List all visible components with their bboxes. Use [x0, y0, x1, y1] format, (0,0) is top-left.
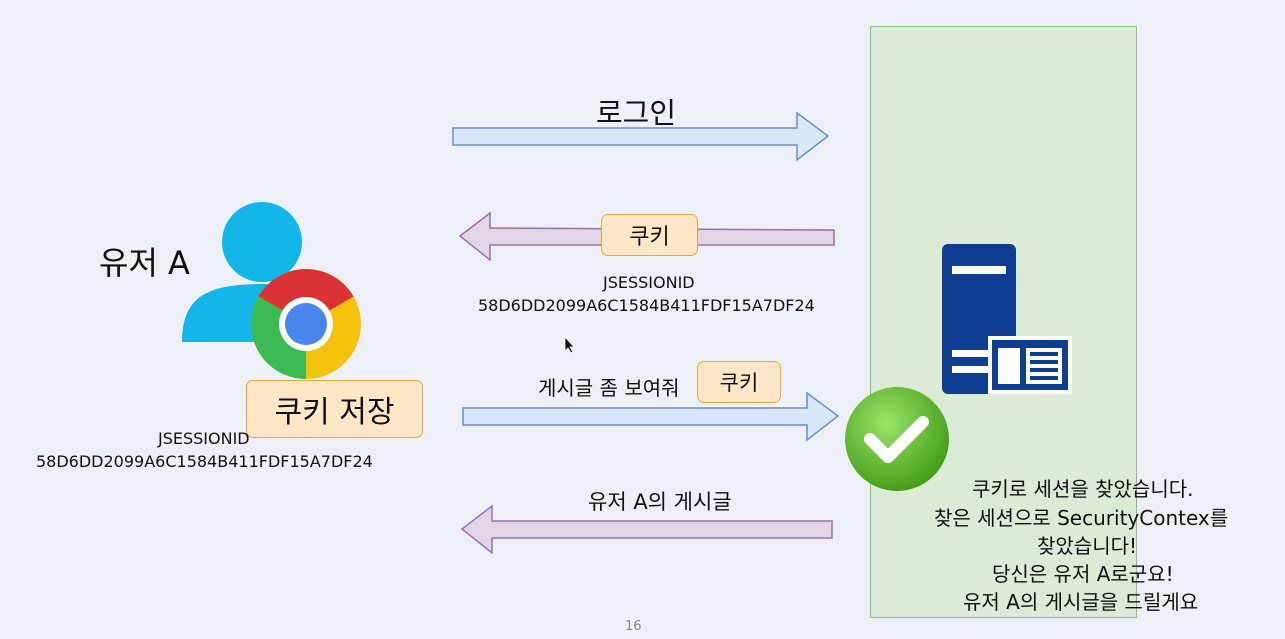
check-icon	[845, 387, 949, 491]
page-number: 16	[625, 619, 642, 634]
request-cookie-badge: 쿠키	[697, 361, 781, 403]
request-label: 게시글 좀 보여줘	[538, 376, 680, 400]
cookie-session-value: 58D6DD2099A6C1584B411FDF15A7DF24	[478, 296, 815, 315]
cookie-badge: 쿠키	[601, 214, 698, 256]
login-label: 로그인	[596, 96, 677, 130]
server-icon	[942, 244, 1072, 394]
server-message-4: 당신은 유저 A로군요!	[992, 562, 1174, 586]
cookie-store-badge: 쿠키 저장	[246, 380, 423, 438]
server-message-3: 찾았습니다!	[1037, 534, 1138, 558]
server-message-2: 찾은 세션으로 SecurityContex를	[934, 506, 1229, 530]
cookie-session-key: JSESSIONID	[603, 273, 695, 292]
mouse-cursor-icon	[564, 335, 575, 354]
user-name: 유저 A	[99, 244, 190, 282]
server-message-1: 쿠키로 세션을 찾았습니다.	[972, 477, 1194, 501]
response-label: 유저 A의 게시글	[588, 490, 732, 514]
server-message-5: 유저 A의 게시글을 드릴게요	[963, 590, 1199, 614]
user-session-value: 58D6DD2099A6C1584B411FDF15A7DF24	[36, 452, 373, 471]
user-session-key: JSESSIONID	[158, 429, 250, 448]
chrome-icon	[251, 269, 361, 379]
